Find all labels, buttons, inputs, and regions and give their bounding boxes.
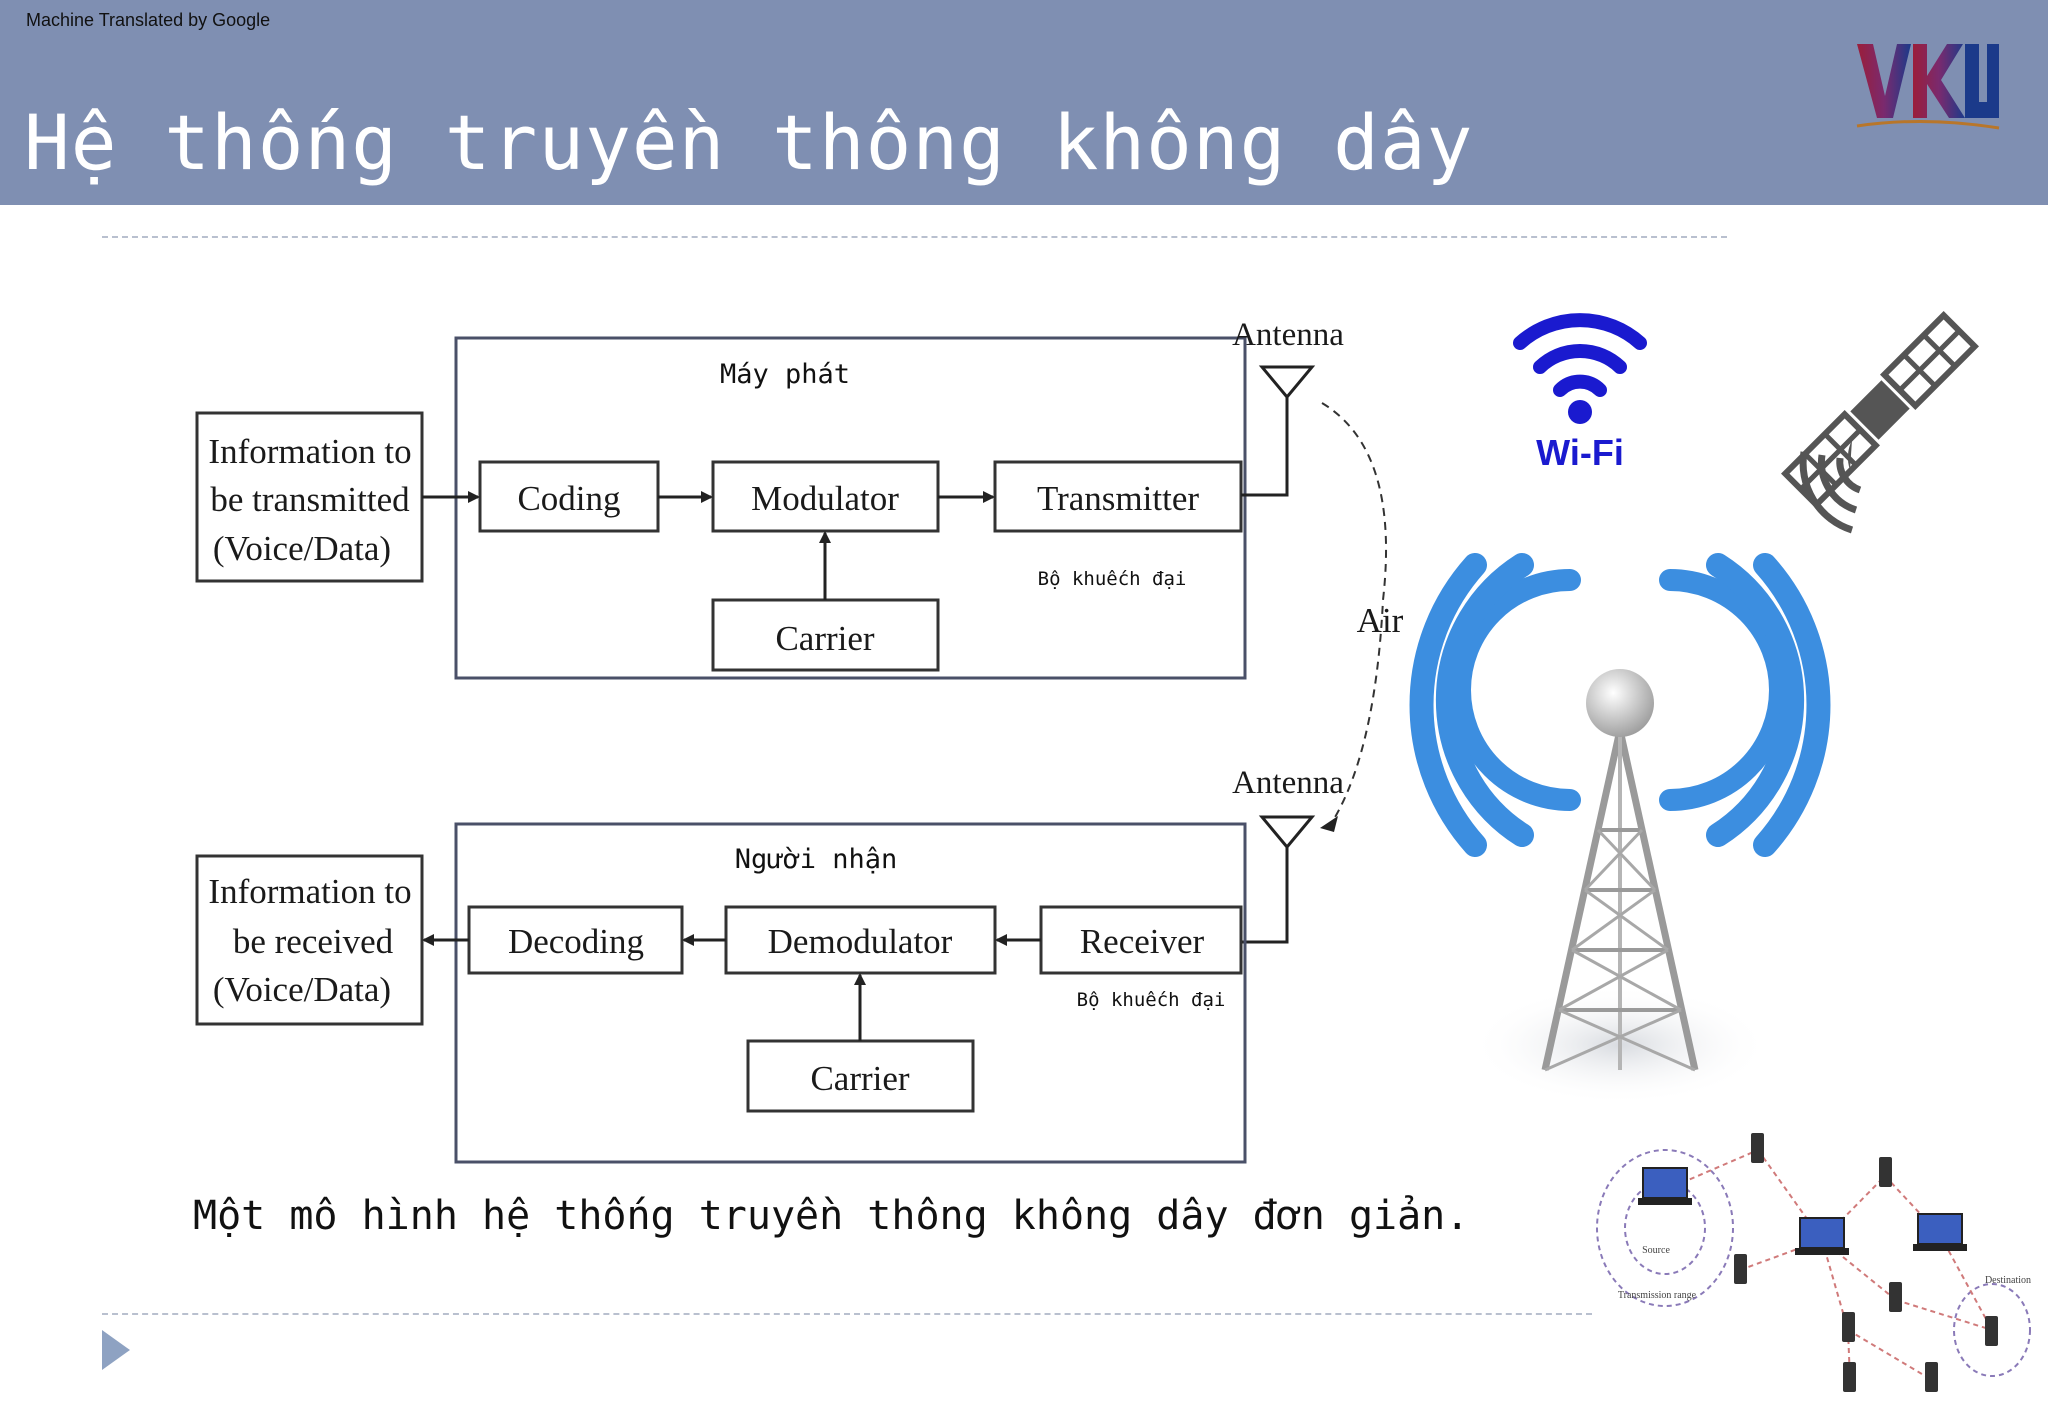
source-line-3: (Voice/Data): [213, 529, 391, 568]
receiver-section: Người nhận Information to be received (V…: [195, 822, 1247, 1164]
top-divider: [102, 236, 1727, 238]
bottom-antenna: Antenna: [1232, 765, 1344, 944]
coding-label: Coding: [517, 479, 620, 518]
receiver-frame: [454, 822, 1247, 1164]
wifi-icon: Wi-Fi: [1513, 313, 1647, 473]
network-range-label: Transmission range: [1618, 1290, 1697, 1301]
diagram-caption: Một mô hình hệ thống truyền thông không …: [193, 1193, 1470, 1239]
transmitter-frame: [454, 336, 1247, 680]
translation-note: Machine Translated by Google: [26, 10, 271, 30]
sink-line-3: (Voice/Data): [213, 970, 391, 1009]
satellite-signal-icon: [1799, 440, 1862, 534]
source-line-1: Information to: [208, 432, 411, 471]
source-line-2: be transmitted: [210, 480, 410, 519]
antenna-icon: [1258, 815, 1316, 850]
vku-logo: [1856, 44, 2000, 130]
tx-amplifier-note: Bộ khuếch đại: [1038, 568, 1187, 590]
receiver-label: Receiver: [1080, 922, 1205, 961]
play-triangle-icon: [102, 1330, 130, 1370]
rx-carrier-label: Carrier: [810, 1059, 909, 1098]
rx-amplifier-note: Bộ khuếch đại: [1077, 989, 1226, 1011]
receiver-title: Người nhận: [735, 844, 898, 875]
radio-tower-icon: [1409, 553, 1831, 1105]
satellite-icon: [1781, 311, 1979, 509]
top-antenna-label: Antenna: [1232, 317, 1344, 353]
transmitter-section: Máy phát Information to be transmitted (…: [195, 336, 1247, 680]
header-bar: [0, 0, 2048, 205]
modulator-label: Modulator: [751, 479, 899, 518]
air-arrowhead: [1320, 816, 1338, 832]
decoding-label: Decoding: [508, 922, 644, 961]
bottom-antenna-label: Antenna: [1232, 765, 1344, 801]
adhoc-network-icon: Source Transmission range Destination: [1596, 1133, 2031, 1392]
transmitter-title: Máy phát: [720, 359, 850, 390]
air-label: Air: [1357, 601, 1404, 640]
slide-title: Hệ thống truyền thông không dây: [24, 98, 1474, 187]
sink-line-1: Information to: [208, 872, 411, 911]
wifi-label: Wi-Fi: [1536, 432, 1624, 473]
demodulator-label: Demodulator: [768, 922, 953, 961]
transmitter-label: Transmitter: [1037, 479, 1199, 518]
network-source-label: Source: [1642, 1245, 1670, 1256]
top-antenna: Antenna: [1232, 317, 1344, 497]
tx-carrier-label: Carrier: [775, 619, 874, 658]
antenna-icon: [1258, 365, 1316, 400]
network-destination-label: Destination: [1985, 1275, 2031, 1286]
sink-line-2: be received: [233, 922, 394, 961]
air-path: [1321, 402, 1388, 831]
bottom-divider: [102, 1313, 1592, 1315]
